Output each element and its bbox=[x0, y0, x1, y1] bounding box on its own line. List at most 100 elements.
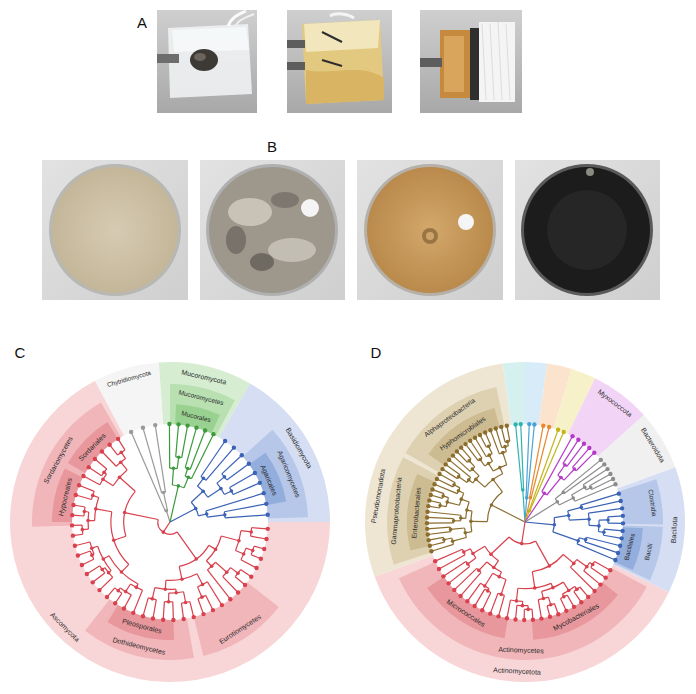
tree-leaf bbox=[620, 529, 624, 533]
order-band bbox=[428, 408, 499, 466]
tree-branch bbox=[431, 544, 453, 551]
tree-node bbox=[556, 500, 560, 504]
tree-branch bbox=[530, 432, 564, 511]
tree-branch bbox=[608, 515, 623, 517]
tree-center bbox=[503, 500, 547, 544]
tree-leaf bbox=[592, 589, 596, 593]
tree-node bbox=[457, 475, 461, 479]
tree-node bbox=[177, 484, 181, 488]
tree-leaf bbox=[249, 575, 253, 579]
tree-node bbox=[452, 519, 456, 523]
tree-branch bbox=[114, 536, 126, 540]
tree-node bbox=[107, 571, 111, 575]
tree-leaf bbox=[513, 422, 517, 426]
tree-branch bbox=[471, 521, 487, 522]
tree-branch bbox=[582, 501, 621, 510]
photo-a3 bbox=[420, 10, 522, 113]
tree-arc bbox=[201, 477, 206, 481]
tree-leaf bbox=[532, 422, 536, 426]
tree-branch bbox=[573, 448, 590, 467]
tree-branch bbox=[125, 513, 158, 520]
tree-arc bbox=[165, 510, 167, 512]
tree-leaf bbox=[598, 582, 602, 586]
tree-arc bbox=[176, 456, 182, 458]
tree-leaf bbox=[619, 499, 623, 503]
tree-node bbox=[489, 552, 493, 556]
tree-node bbox=[165, 509, 169, 513]
tree-node bbox=[214, 548, 218, 552]
tree-arc bbox=[457, 475, 460, 479]
tree-node bbox=[123, 511, 127, 515]
tree-node bbox=[542, 597, 546, 601]
tree-branch bbox=[559, 498, 573, 505]
tree-leaf bbox=[97, 588, 101, 592]
tree-node bbox=[465, 508, 469, 512]
tree-node bbox=[469, 520, 473, 524]
tree-branch bbox=[501, 427, 505, 442]
tree-node bbox=[487, 462, 491, 466]
tree-node bbox=[172, 466, 176, 470]
tree-arc bbox=[591, 561, 595, 567]
clade-band bbox=[10, 381, 330, 682]
tree-branch bbox=[447, 502, 459, 505]
tree-node bbox=[497, 575, 501, 579]
tree-branch bbox=[169, 424, 170, 468]
tree-arc bbox=[590, 486, 592, 490]
tree-node bbox=[230, 489, 234, 493]
tree-node bbox=[543, 491, 547, 495]
tree-arc bbox=[236, 531, 241, 551]
tree-leaf bbox=[446, 581, 450, 585]
tree-node bbox=[150, 597, 154, 601]
tree-leaf bbox=[81, 474, 85, 478]
tree-branch bbox=[124, 595, 131, 609]
tree-branch bbox=[223, 577, 238, 593]
tree-leaf bbox=[437, 472, 441, 476]
plate-b2 bbox=[200, 160, 345, 300]
tree-leaf bbox=[266, 527, 270, 531]
tree-leaf bbox=[488, 428, 492, 432]
tree-branch bbox=[208, 489, 221, 498]
tree-branch bbox=[572, 487, 585, 495]
tree-node bbox=[118, 476, 122, 480]
plate-b4 bbox=[515, 160, 660, 300]
tree-leaf bbox=[611, 477, 615, 481]
tree-leaf bbox=[70, 513, 74, 517]
tree-leaf bbox=[80, 563, 84, 567]
tree-leaf bbox=[254, 566, 258, 570]
tree-node bbox=[487, 453, 491, 457]
tree-branch bbox=[562, 460, 600, 491]
tree-node bbox=[242, 552, 246, 556]
tree-arc bbox=[457, 488, 460, 494]
tree-branch bbox=[176, 424, 179, 456]
tree-leaf bbox=[203, 428, 207, 432]
tree-leaf bbox=[505, 423, 509, 427]
tree-branch bbox=[496, 428, 502, 447]
tree-leaf bbox=[427, 498, 431, 502]
tree-arc bbox=[486, 445, 490, 447]
order-label: Agaricales bbox=[260, 463, 279, 496]
tree-branch bbox=[454, 568, 476, 590]
tree-leaf bbox=[548, 615, 552, 619]
tree-arc bbox=[81, 525, 83, 534]
tree-branch bbox=[102, 452, 116, 467]
tree-arc bbox=[120, 588, 131, 595]
tree-branch bbox=[191, 434, 213, 478]
tree-arc bbox=[230, 488, 233, 495]
tree-branch bbox=[153, 600, 156, 619]
tree-branch bbox=[430, 542, 445, 546]
tree-leaf bbox=[468, 439, 472, 443]
tree-leaf bbox=[430, 487, 434, 491]
tree-node bbox=[467, 459, 471, 463]
tree-leaf bbox=[478, 433, 482, 437]
tree-node bbox=[81, 528, 85, 532]
tree-branch bbox=[443, 561, 465, 576]
tree-branch bbox=[577, 560, 587, 567]
tree-branch bbox=[563, 554, 574, 563]
tree-branch bbox=[198, 599, 204, 614]
tree-branch bbox=[536, 541, 550, 566]
tree-leaf bbox=[621, 514, 625, 518]
tree-leaf bbox=[87, 465, 91, 469]
tree-arc bbox=[222, 474, 227, 480]
